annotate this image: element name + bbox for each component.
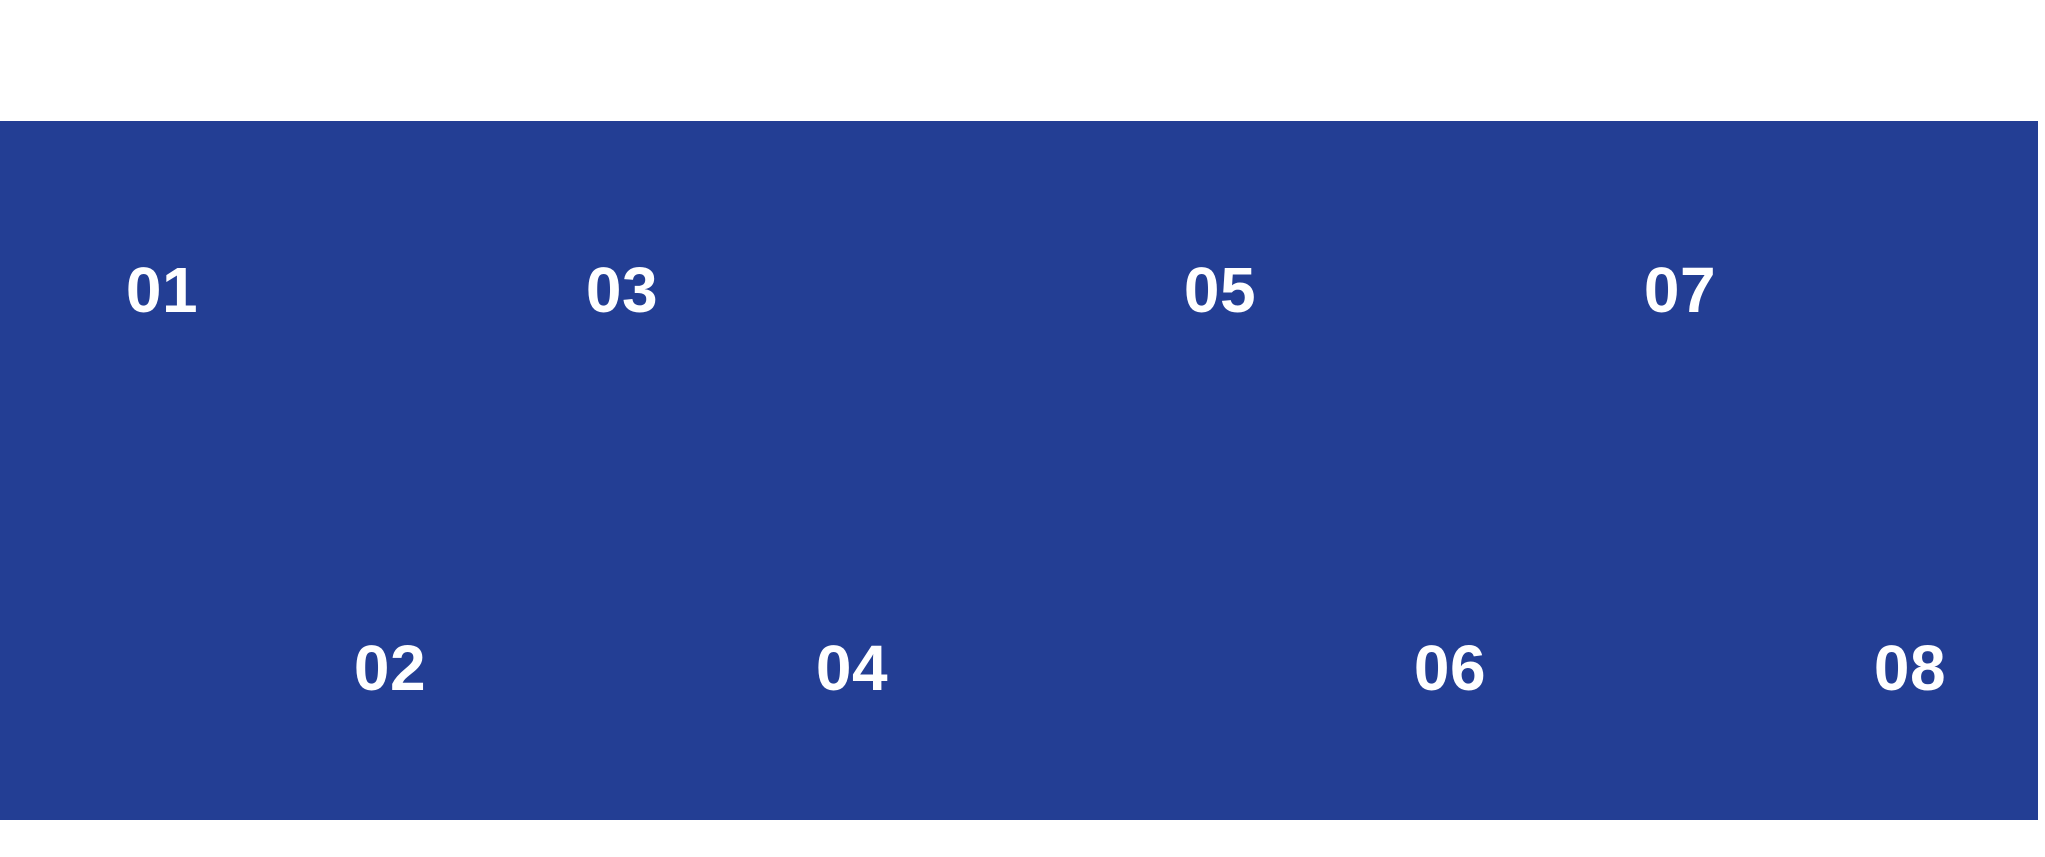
blue-panel: 01 02 03 04 05 06 07 08 <box>0 121 2038 820</box>
step-number-03: 03 <box>585 254 659 326</box>
step-number-04: 04 <box>815 632 889 704</box>
step-number-08: 08 <box>1873 632 1947 704</box>
step-number-01: 01 <box>125 254 199 326</box>
step-number-02: 02 <box>353 632 427 704</box>
step-number-05: 05 <box>1183 254 1257 326</box>
step-number-06: 06 <box>1413 632 1487 704</box>
step-number-07: 07 <box>1643 254 1717 326</box>
